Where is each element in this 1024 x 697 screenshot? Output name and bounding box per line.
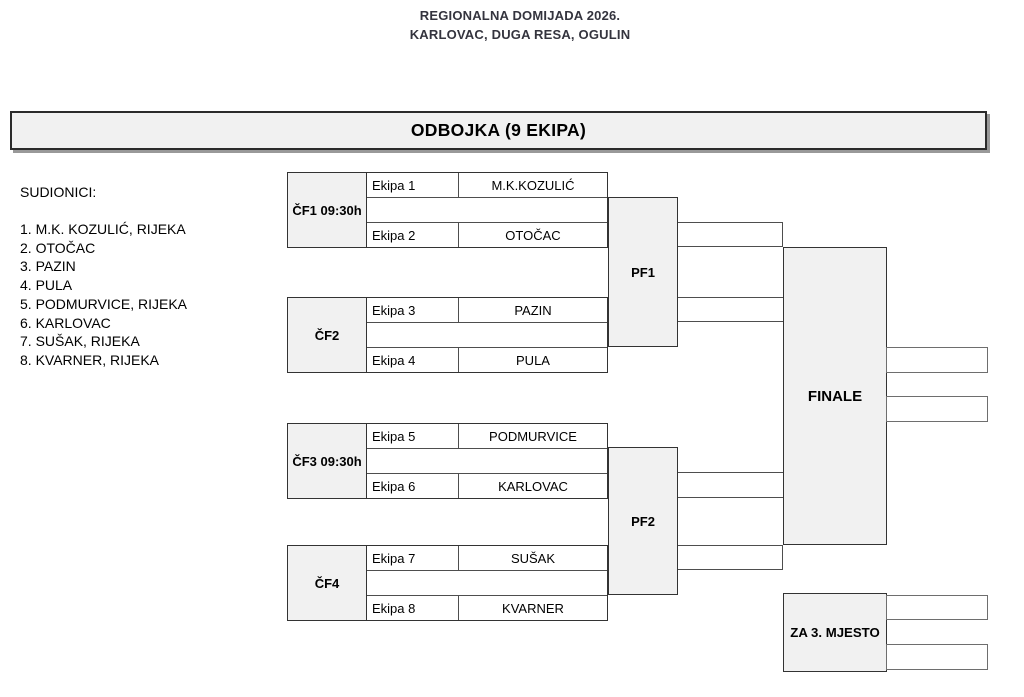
participant-item-6: 6. KARLOVAC [20,314,111,331]
match-label-cf3: ČF3 09:30h [288,424,367,498]
team-name-cell: SUŠAK [510,550,556,566]
match-row: Ekipa 1 M.K.KOZULIĆ [367,173,607,198]
empty-result-row [367,323,607,348]
final-result-slot-2 [886,396,988,422]
connector-pf2-bottom-line [678,545,783,570]
participant-item-2: 2. OTOČAC [20,239,96,256]
match-row: Ekipa 6 KARLOVAC [367,474,607,498]
team-slot-cell: Ekipa 8 [367,596,459,620]
connector-pf1-top-line [678,222,783,247]
third-place-result-slot-2 [886,644,988,670]
match-rows-cf2: Ekipa 3 PAZIN Ekipa 4 PULA [367,298,607,372]
team-slot-cell: Ekipa 6 [367,474,459,498]
connector-pf2-top-line [678,472,783,498]
team-name-cell: PODMURVICE [489,428,577,444]
final-box: FINALE [783,247,887,545]
quarterfinal-block-cf4: ČF4 Ekipa 7 SUŠAK Ekipa 8 KVARNER [287,545,608,621]
team-slot-cell: Ekipa 3 [367,298,459,322]
participants-heading: SUDIONICI: [20,184,97,200]
quarterfinal-block-cf3: ČF3 09:30h Ekipa 5 PODMURVICE Ekipa 6 KA… [287,423,608,499]
match-row: Ekipa 4 PULA [367,348,607,372]
participant-item-4: 4. PULA [20,277,73,294]
event-name: REGIONALNA DOMIJADA 2026. [419,8,621,23]
match-row: Ekipa 7 SUŠAK [367,546,607,571]
match-row: Ekipa 5 PODMURVICE [367,424,607,449]
participant-item-5: 5. PODMURVICE, RIJEKA [20,295,188,312]
connector-pf1-bottom-line [678,297,783,322]
participant-item-7: 7. SUŠAK, RIJEKA [20,333,140,350]
team-name-cell: KARLOVAC [498,478,568,494]
participant-item-1: 1. M.K. KOZULIĆ, RIJEKA [20,221,186,237]
team-slot-cell: Ekipa 5 [367,424,459,448]
match-row: Ekipa 3 PAZIN [367,298,607,323]
final-result-slot-1 [886,347,988,373]
team-name-cell: PAZIN [514,302,552,318]
team-slot-cell: Ekipa 4 [367,348,459,372]
third-place-box: ZA 3. MJESTO [783,593,887,672]
team-slot-cell: Ekipa 7 [367,546,459,570]
team-slot-cell: Ekipa 2 [367,223,459,247]
team-slot-cell: Ekipa 1 [367,173,459,197]
empty-result-row [367,198,607,223]
team-name-cell: KVARNER [502,600,564,616]
match-label-cf1: ČF1 09:30h [288,173,367,247]
sport-title: ODBOJKA (9 EKIPA) [410,120,587,140]
match-row: Ekipa 2 OTOČAC [367,223,607,247]
participant-item-3: 3. PAZIN [20,258,76,275]
third-place-result-slot-1 [886,595,988,620]
match-rows-cf3: Ekipa 5 PODMURVICE Ekipa 6 KARLOVAC [367,424,607,498]
match-rows-cf4: Ekipa 7 SUŠAK Ekipa 8 KVARNER [367,546,607,620]
quarterfinal-block-cf2: ČF2 Ekipa 3 PAZIN Ekipa 4 PULA [287,297,608,373]
match-row: Ekipa 8 KVARNER [367,596,607,620]
team-name-cell: M.K.KOZULIĆ [491,177,575,193]
match-label-cf4: ČF4 [288,546,367,620]
semifinal-box-pf1: PF1 [608,197,678,347]
participants-panel: SUDIONICI: 1. M.K. KOZULIĆ, RIJEKA 2. OT… [20,183,187,370]
team-name-cell: OTOČAC [505,227,561,243]
participant-item-8: 8. KVARNER, RIJEKA [20,351,160,368]
match-rows-cf1: Ekipa 1 M.K.KOZULIĆ Ekipa 2 OTOČAC [367,173,607,247]
event-locations: KARLOVAC, DUGA RESA, OGULIN [409,27,631,42]
empty-result-row [367,449,607,474]
quarterfinal-block-cf1: ČF1 09:30h Ekipa 1 M.K.KOZULIĆ Ekipa 2 O… [287,172,608,248]
empty-result-row [367,571,607,596]
match-label-cf2: ČF2 [288,298,367,372]
team-name-cell: PULA [516,352,550,368]
sport-title-box: ODBOJKA (9 EKIPA) [10,111,987,150]
semifinal-box-pf2: PF2 [608,447,678,595]
